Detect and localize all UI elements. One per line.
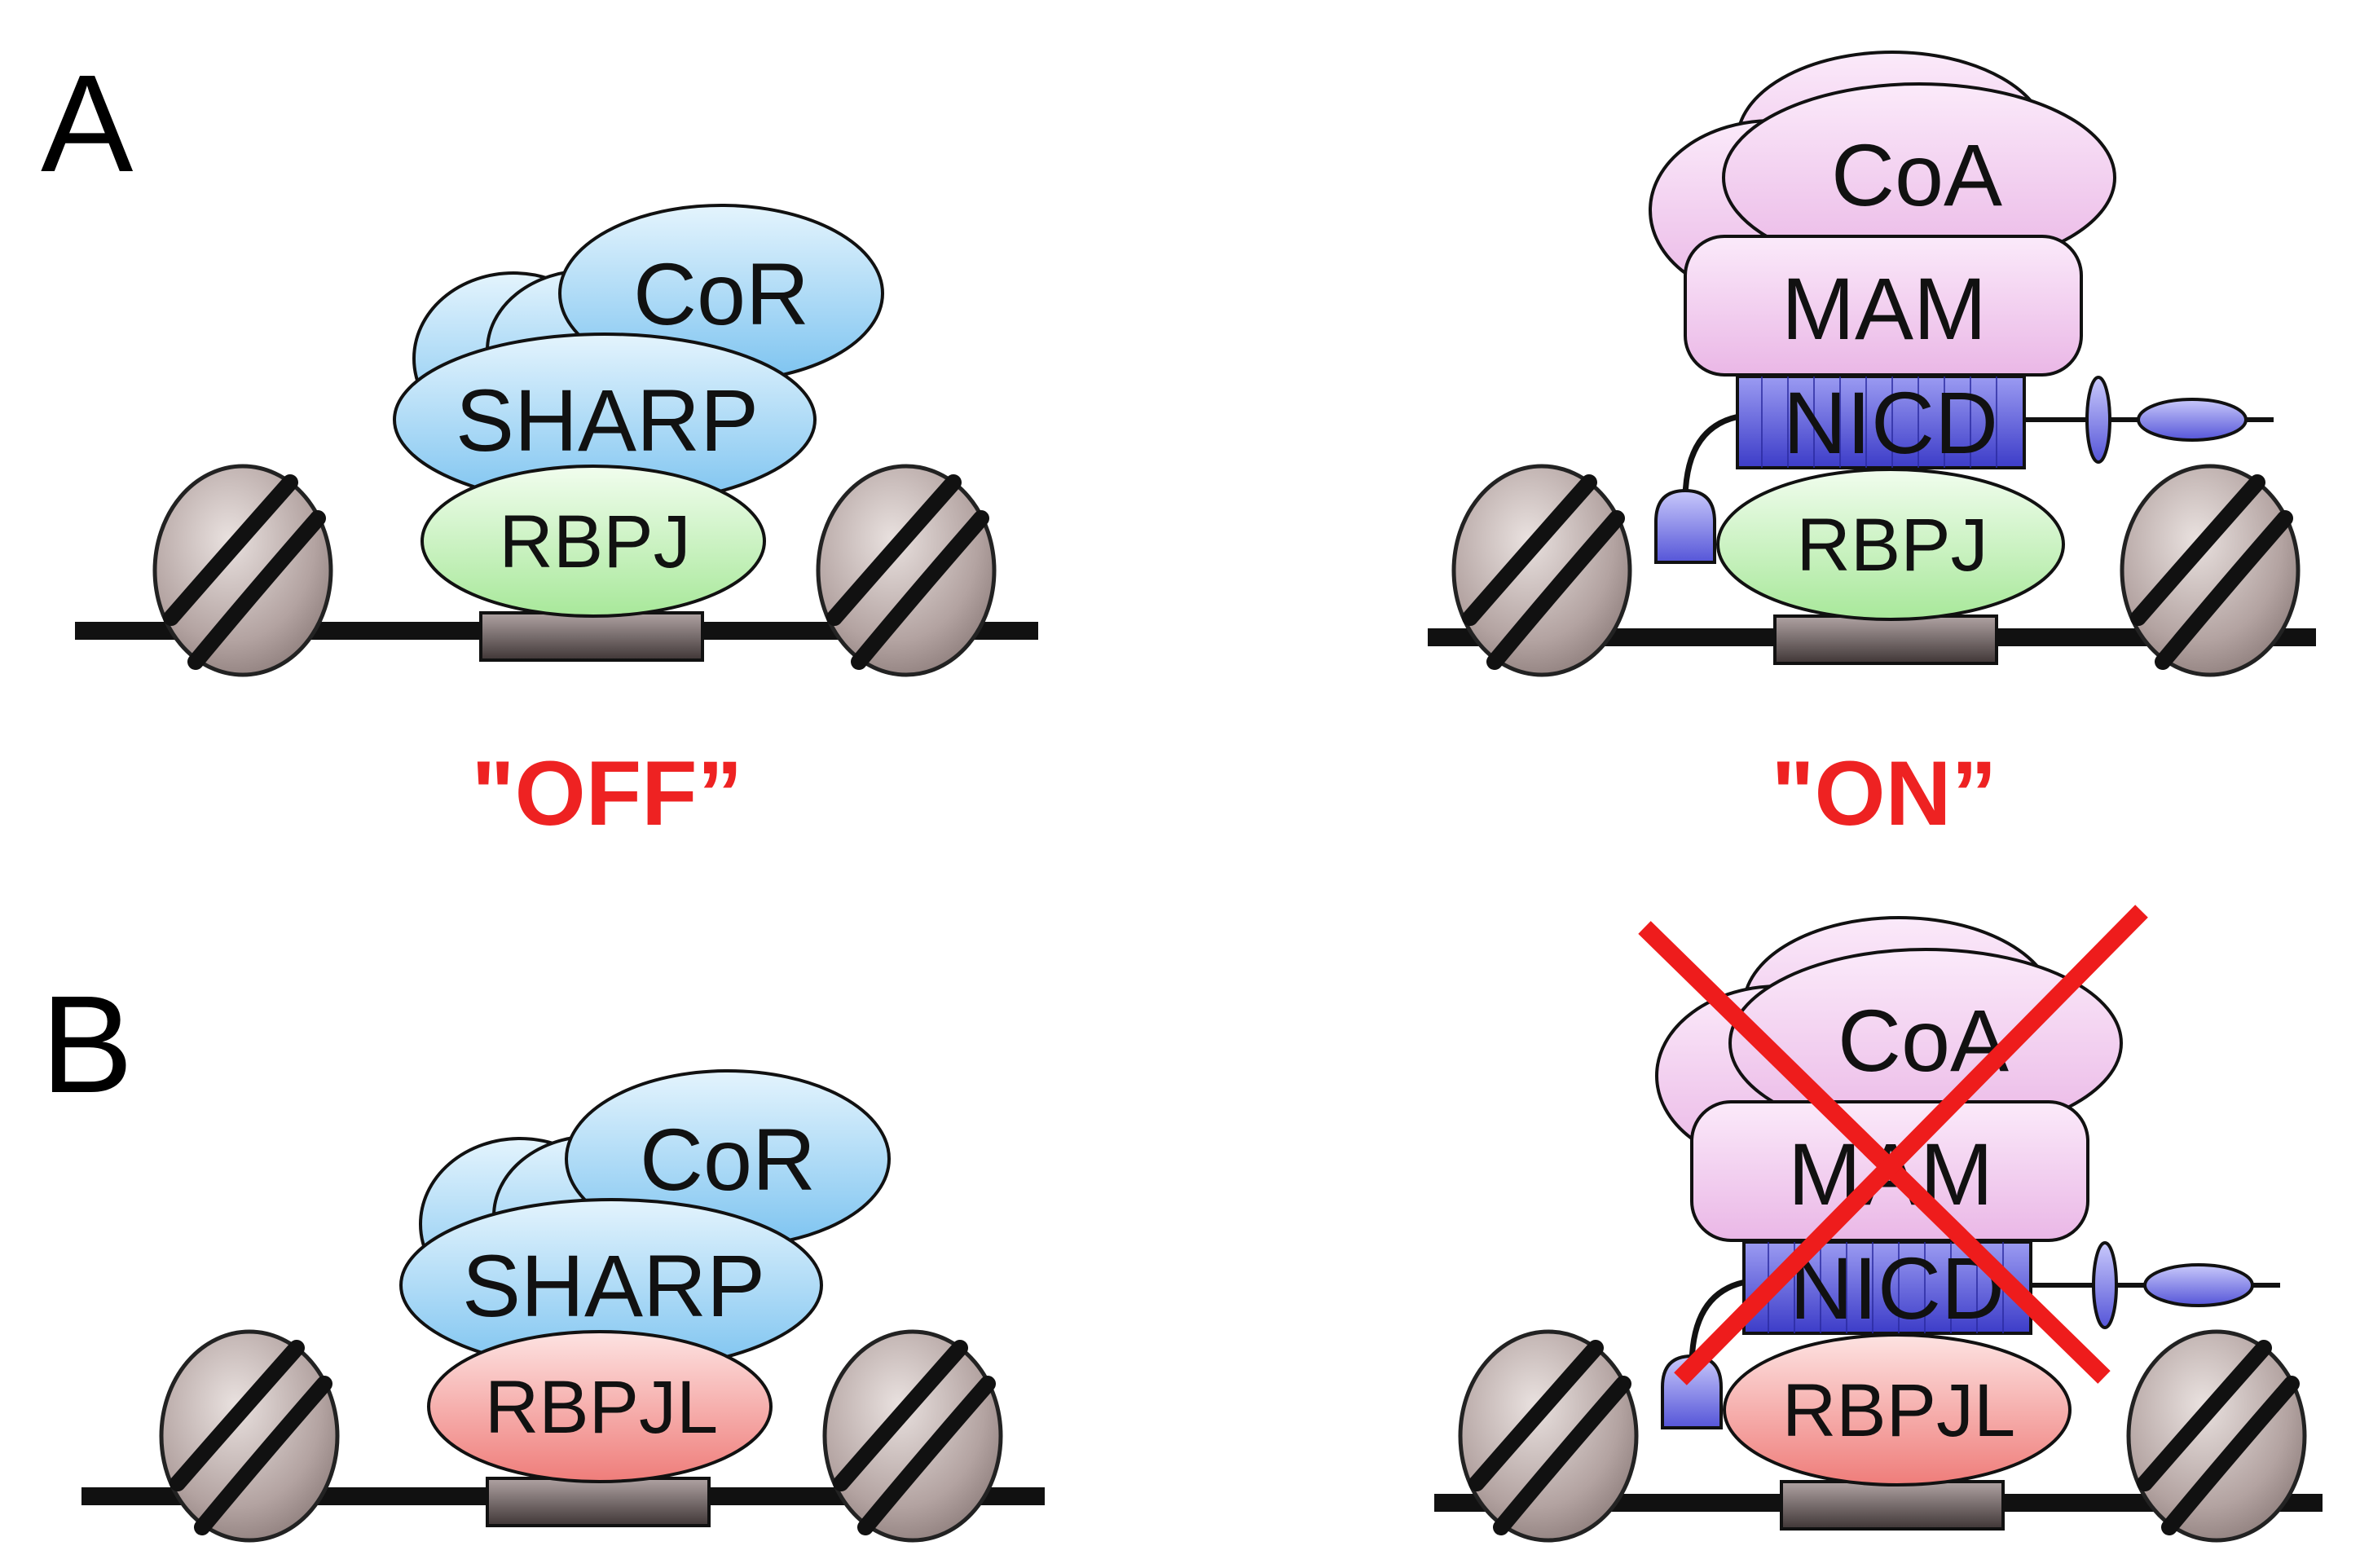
cor-label: CoR (640, 1110, 816, 1209)
panel-label-b: B (41, 967, 133, 1122)
dna-binding-site (486, 1477, 711, 1527)
inhibition-cross-icon (1638, 905, 2148, 1385)
rbpjl-protein (427, 1330, 773, 1483)
panel-a-off-complex: CoR SHARP RBPJ (75, 204, 1038, 675)
panel-b-off-complex: CoR SHARP RBPJL (81, 1069, 1045, 1540)
nucleosome (1460, 1332, 1636, 1540)
dna-binding-site (1780, 1480, 2005, 1531)
nucleosome (2129, 1332, 2305, 1540)
dna-binding-site (1773, 614, 1998, 665)
off-state-label: "OFF” (471, 742, 742, 844)
nucleosome (161, 1332, 337, 1540)
rbpjl-protein (1723, 1333, 2072, 1487)
sharp-label: SHARP (462, 1236, 765, 1335)
mam-label: MAM (1781, 259, 1987, 358)
dna-binding-site (479, 611, 704, 662)
on-state-label: "ON” (1771, 742, 1997, 844)
rbpj-protein (420, 465, 766, 618)
nicd-label: NICD (1783, 373, 1998, 472)
rbpjl-label: RBPJL (1782, 1369, 2015, 1452)
rbpjl-label: RBPJL (485, 1366, 718, 1449)
rbpj-protein (1716, 468, 2065, 621)
nucleosome (2122, 466, 2298, 675)
panel-a-on-complex: CoA MAM NICD RBPJ (1428, 51, 2316, 675)
panel-label-a: A (41, 46, 134, 201)
cor-label: CoR (633, 244, 809, 343)
nucleosome (818, 466, 994, 675)
nucleosome (1454, 466, 1630, 675)
panel-b-on-complex: CoA MAM NICD RBPJL (1434, 916, 2323, 1540)
coa-label: CoA (1831, 126, 2002, 224)
nucleosome (825, 1332, 1001, 1540)
nucleosome (155, 466, 331, 675)
sharp-label: SHARP (456, 371, 759, 469)
rbpj-label: RBPJ (1796, 504, 1988, 587)
rbpj-label: RBPJ (499, 500, 690, 584)
